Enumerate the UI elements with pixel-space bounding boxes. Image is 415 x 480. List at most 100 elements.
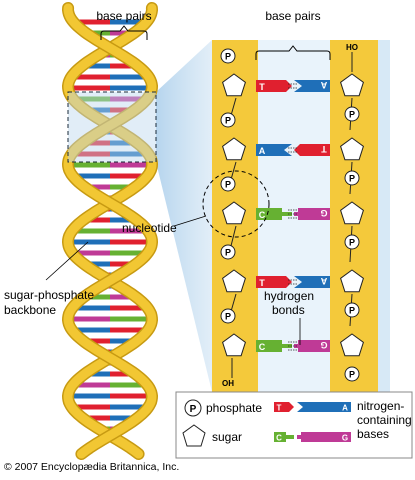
- helix-base-pair-right-half: [110, 217, 137, 223]
- helix-base-pair-left-half: [71, 74, 110, 80]
- legend-phosphate-icon: [184, 399, 202, 417]
- base-thymine-right: [294, 144, 330, 156]
- left-sugar: [222, 269, 246, 293]
- legend-bases-line2: containing: [357, 413, 412, 427]
- helix-base-pair-right-half: [110, 63, 138, 69]
- helix-base-pair-right-half: [110, 85, 152, 91]
- helix-base-pair-right-half: [110, 338, 137, 344]
- helix-base-pair-right-half: [110, 19, 147, 25]
- helix-base-pair-left-half: [72, 382, 110, 388]
- base-adenine-right: [294, 276, 330, 288]
- right-phosphate: [344, 366, 360, 382]
- right-sugar: [340, 333, 364, 357]
- left-phosphate: [220, 48, 236, 64]
- helix-base-pair-left-half: [83, 294, 110, 300]
- right-phosphate-letter: P: [349, 110, 355, 120]
- base-pairs-brace-right: [255, 45, 331, 60]
- helix-base-pair-right-half: [110, 30, 134, 36]
- base-guanine-right-letter: G: [320, 340, 327, 350]
- helix-base-pair-right-half: [110, 140, 138, 146]
- base-guanine-right-letter: G: [320, 208, 327, 218]
- base-pairs-brace-left: [100, 25, 148, 40]
- base-adenine-right-letter: A: [320, 276, 327, 286]
- legend-thymine-letter: T: [277, 404, 282, 413]
- right-phosphate-letter: P: [349, 306, 355, 316]
- nucleotide-leader: [173, 215, 207, 227]
- legend-adenine-letter: A: [342, 404, 348, 413]
- helix-base-pair-left-half: [83, 338, 110, 344]
- base-thymine-left: [256, 80, 292, 92]
- helix-base-pair-left-half: [71, 228, 110, 234]
- copyright-notice: © 2007 Encyclopædia Britannica, Inc.: [4, 461, 180, 473]
- right-sugar: [340, 137, 364, 161]
- legend-bases-line3: bases: [357, 427, 389, 441]
- base-thymine-left: [256, 276, 292, 288]
- base-cytosine-left: [256, 208, 292, 220]
- legend-adenine: [297, 402, 351, 412]
- helix-base-pair-right-half: [110, 316, 152, 322]
- helix-base-pair-left-half: [72, 250, 110, 256]
- left-phosphate: [220, 308, 236, 324]
- helix-base-pair-right-half: [110, 294, 137, 300]
- helix-zoom-box: [67, 91, 157, 163]
- helix-base-pair-right-half: [110, 184, 136, 190]
- legend-guanine-letter: G: [342, 434, 348, 443]
- left-phosphate: [220, 244, 236, 260]
- helix-strand-a: [63, 3, 157, 459]
- helix-base-pair-right-half: [110, 151, 149, 157]
- helix-base-pair-left-half: [68, 316, 110, 322]
- zoom-projection: [156, 40, 212, 392]
- backbone-leader: [45, 241, 89, 281]
- helix-base-pair-left-half: [84, 184, 110, 190]
- left-phosphate: [220, 176, 236, 192]
- helix-backbone-strands: [61, 2, 159, 460]
- helix-base-pair-right-half: [110, 239, 152, 245]
- helix-base-pair-left-half: [68, 393, 110, 399]
- helix-base-pair-right-half: [110, 371, 136, 377]
- helix-base-pair-left-half: [83, 261, 110, 267]
- legend-cytosine: [274, 432, 294, 442]
- right-phosphate: [344, 302, 360, 318]
- legend-sugar-label: sugar: [212, 430, 242, 444]
- helix-base-pair-right-half: [110, 393, 152, 399]
- right-sugar: [340, 73, 364, 97]
- left-sugar: [222, 137, 246, 161]
- left-phosphate-letter: P: [225, 248, 231, 258]
- helix-base-pair-left-half: [68, 162, 110, 168]
- oh-label: OH: [222, 379, 234, 388]
- helix-base-pair-left-half: [72, 305, 110, 311]
- helix-base-pair-right-half: [110, 305, 148, 311]
- legend-phosphate-symbol: P: [190, 404, 197, 415]
- left-phosphate-letter: P: [225, 116, 231, 126]
- base-adenine-right-letter: A: [320, 80, 327, 90]
- right-phosphate-letter: P: [349, 174, 355, 184]
- base-adenine-left-letter: A: [259, 146, 266, 156]
- right-sugar: [340, 201, 364, 225]
- helix-base-pair-right-half: [110, 382, 148, 388]
- helix-base-pair-right-half: [110, 415, 138, 421]
- left-phosphate-letter: P: [225, 312, 231, 322]
- left-sugar: [222, 73, 246, 97]
- backbone-label-line1: sugar-phosphate: [4, 288, 94, 302]
- helix-base-pair-right-half: [110, 404, 149, 410]
- right-phosphate-letter: P: [349, 370, 355, 380]
- legend-cytosine-letter: C: [276, 434, 282, 443]
- left-phosphate-letter: P: [225, 52, 231, 62]
- right-phosphate: [344, 106, 360, 122]
- left-phosphate: [220, 112, 236, 128]
- base-pairs-label-right: base pairs: [265, 9, 320, 23]
- right-phosphate-letter: P: [349, 238, 355, 248]
- helix-base-pair-left-half: [83, 217, 110, 223]
- base-cytosine-left: [256, 340, 292, 352]
- helix-base-pair-right-half: [110, 250, 148, 256]
- helix-base-pair-left-half: [68, 239, 110, 245]
- left-sugar: [222, 333, 246, 357]
- legend-bases-line1: nitrogen-: [357, 399, 404, 413]
- helix-base-pair-left-half: [85, 107, 110, 113]
- helix-base-pair-left-half: [73, 96, 110, 102]
- base-thymine-left-letter: T: [259, 82, 265, 92]
- helix-base-pair-right-half: [110, 228, 149, 234]
